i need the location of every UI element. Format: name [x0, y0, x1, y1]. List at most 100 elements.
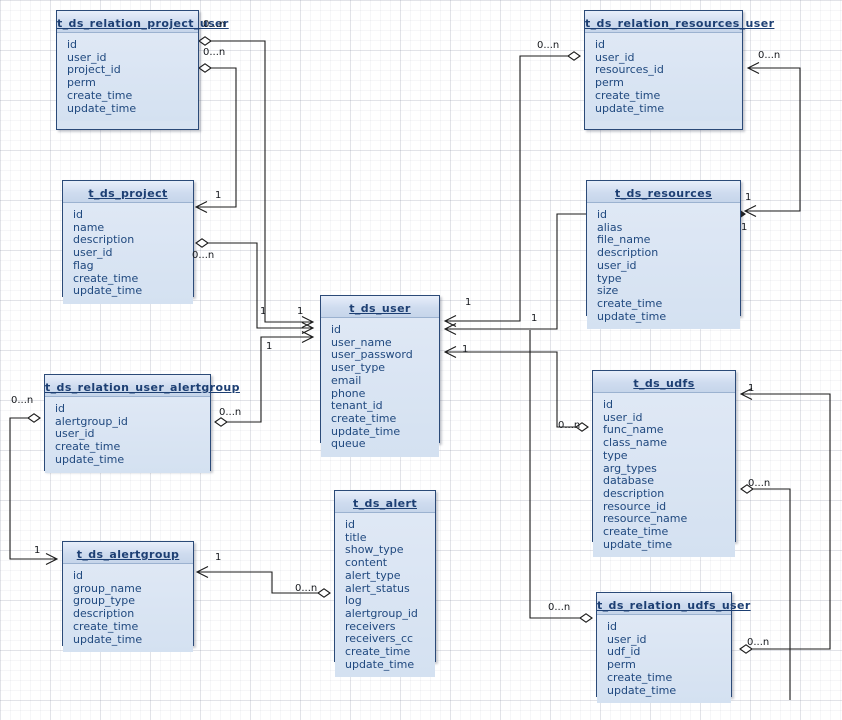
entity-field: show_type [345, 543, 404, 557]
cardinality-label: 1 [465, 297, 472, 308]
entity-field: user_id [597, 258, 637, 272]
entity-header-t_ds_project[interactable]: t_ds_project [63, 181, 193, 203]
cardinality-label: 0...n [203, 47, 226, 58]
entity-title: t_ds_resources [614, 187, 713, 200]
entity-field: size [597, 284, 619, 298]
entity-field: user_id [595, 50, 635, 64]
entity-field: update_time [73, 284, 143, 298]
entity-field: create_time [345, 645, 411, 659]
entity-field: func_name [603, 423, 664, 437]
entity-field: id [345, 518, 356, 531]
entity-field: alertgroup_id [55, 414, 128, 428]
entity-field: type [597, 271, 622, 285]
entity-field: user_id [67, 50, 107, 64]
entity-field: project_id [67, 63, 121, 77]
entity-header-t_ds_relation_resources_user[interactable]: t_ds_relation_resources_user [585, 11, 774, 33]
entity-field: user_id [607, 632, 647, 646]
relationship-rel-project-user-to-user[interactable] [199, 40, 313, 323]
entity-header-t_ds_relation_user_alertgroup[interactable]: t_ds_relation_user_alertgroup [45, 375, 240, 397]
relationship-rel-udfs-to-user[interactable] [445, 351, 588, 428]
relationship-rel-resources-user-to-resources[interactable] [745, 67, 801, 212]
cardinality-label: 0...n [203, 19, 226, 30]
relationship-rel-resources-user-to-user[interactable] [445, 55, 580, 322]
entity-field: create_time [603, 525, 669, 539]
cardinality-label: 0...n [537, 40, 560, 51]
cardinality-label: 1 [745, 192, 752, 203]
entity-field: tenant_id [331, 399, 383, 413]
entity-field: create_time [331, 411, 397, 425]
entity-field: alert_type [345, 568, 401, 582]
entity-field: content [345, 556, 388, 570]
entity-field: user_id [603, 410, 643, 424]
cardinality-label: 0...n [11, 395, 34, 406]
entity-field: create_time [73, 619, 139, 633]
entity-field: log [345, 594, 362, 608]
entity-title: t_ds_udfs [633, 377, 695, 390]
entity-header-t_ds_relation_project_user[interactable]: t_ds_relation_project_user [57, 11, 228, 33]
entity-field: create_time [67, 88, 133, 102]
cardinality-label: 0...n [192, 250, 215, 261]
entity-field: id [331, 323, 342, 336]
entity-field: perm [595, 76, 624, 90]
entity-field: update_time [607, 683, 677, 697]
cardinality-label: 1 [215, 190, 222, 201]
cardinality-label: 1 [741, 222, 748, 233]
entity-field: perm [607, 658, 636, 672]
entity-field: alert_status [345, 581, 410, 595]
entity-field: database [603, 474, 654, 488]
entity-field: update_time [331, 424, 401, 438]
entity-field: file_name [597, 233, 651, 247]
entity-field: group_name [73, 581, 142, 595]
cardinality-label: 0...n [295, 583, 318, 594]
entity-header-t_ds_user[interactable]: t_ds_user [321, 296, 439, 318]
entity-field: id [67, 38, 78, 51]
entity-field: update_time [345, 657, 415, 671]
entity-header-t_ds_udfs[interactable]: t_ds_udfs [593, 371, 735, 393]
entity-field: user_type [331, 361, 386, 375]
entity-title: t_ds_relation_project_user [57, 17, 229, 30]
entity-field: update_time [55, 452, 125, 466]
entity-field: description [603, 486, 665, 500]
cardinality-label: 1 [260, 306, 267, 317]
entity-header-t_ds_resources[interactable]: t_ds_resources [587, 181, 740, 203]
entity-field: perm [67, 76, 96, 90]
cardinality-label: 1 [266, 341, 273, 352]
entity-field: description [597, 246, 659, 260]
entity-field: phone [331, 386, 366, 400]
entity-field: queue [331, 437, 366, 451]
relationship-rel-udfs-user-to-udfs[interactable] [740, 393, 831, 650]
entity-field: id [597, 208, 608, 221]
entity-field: group_type [73, 594, 136, 608]
entity-title: t_ds_relation_resources_user [585, 17, 775, 30]
entity-field: class_name [603, 436, 668, 450]
cardinality-label: 0...n [758, 50, 781, 61]
entity-header-t_ds_alert[interactable]: t_ds_alert [335, 491, 435, 513]
entity-header-t_ds_alertgroup[interactable]: t_ds_alertgroup [63, 542, 193, 564]
relationship-rel-udfs-user-to-user[interactable] [529, 330, 592, 619]
entity-field: id [595, 38, 606, 51]
entity-field: id [73, 208, 84, 221]
entity-field: description [73, 607, 135, 621]
entity-header-t_ds_relation_udfs_user[interactable]: t_ds_relation_udfs_user [597, 593, 750, 615]
relationship-rel-project-user-to-project[interactable] [196, 67, 237, 208]
cardinality-label: 0...n [558, 420, 581, 431]
entity-field: id [603, 398, 614, 411]
